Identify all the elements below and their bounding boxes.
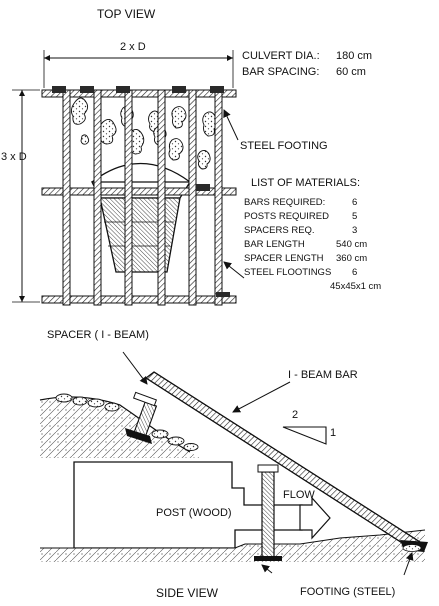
- steel-footings: [52, 86, 230, 297]
- bar-2: [93, 89, 102, 306]
- slope-spacer: [125, 391, 158, 444]
- bar-6: [214, 89, 223, 306]
- width-dimension: [43, 50, 234, 88]
- stream-bed: [40, 530, 425, 562]
- bar-1: [62, 89, 71, 306]
- spacers: [41, 89, 237, 304]
- material-value: 6: [352, 197, 358, 208]
- ibeam-bar-label: I - BEAM BAR: [288, 369, 358, 381]
- material-label: BARS REQUIRED:: [244, 197, 326, 208]
- wood-post: [261, 471, 275, 559]
- width-dimension-label: 2 x D: [120, 41, 146, 53]
- spacer-middle: [41, 187, 237, 196]
- post-label: POST (WOOD): [156, 507, 232, 519]
- culvert-dia-value: 180 cm: [336, 50, 373, 62]
- post-footing: [254, 556, 282, 561]
- side-view: [39, 351, 428, 576]
- bar-spacing-label: BAR SPACING:: [242, 66, 320, 78]
- material-label: POSTS REQUIRED: [244, 211, 329, 222]
- spacer-top: [41, 89, 237, 98]
- material-value: 5: [352, 211, 358, 222]
- materials-title: LIST OF MATERIALS:: [251, 177, 361, 189]
- side-view-title: SIDE VIEW: [156, 586, 219, 600]
- material-value: 540 cm: [336, 239, 368, 250]
- spacer-bottom: [41, 295, 237, 304]
- material-label: BAR LENGTH: [244, 239, 305, 250]
- bar-3: [124, 89, 133, 306]
- bar-5: [188, 89, 197, 306]
- material-value: 360 cm: [336, 253, 368, 264]
- top-view: [12, 50, 245, 306]
- height-dimension-label: 3 x D: [1, 151, 27, 163]
- culvert-dia-label: CULVERT DIA.:: [242, 50, 320, 62]
- bar-4: [157, 89, 166, 306]
- bar-spacing-value: 60 cm: [336, 66, 366, 78]
- rocks: [55, 393, 199, 451]
- culvert-outline: [90, 163, 192, 273]
- material-label: SPACER LENGTH: [244, 253, 324, 264]
- height-dimension: [12, 89, 40, 303]
- footing-size: 45x45x1 cm: [330, 281, 382, 292]
- steel-footing-label: STEEL FOOTING: [240, 140, 328, 152]
- slope-rise-label: 1: [330, 427, 337, 439]
- material-label: STEEL FLOOTINGS: [244, 267, 332, 278]
- i-beam-bar: [144, 371, 428, 552]
- material-value: 3: [352, 225, 358, 236]
- embankment: [40, 396, 200, 458]
- material-value: 6: [352, 267, 358, 278]
- flow-arrow: [299, 496, 331, 540]
- bars: [62, 89, 223, 306]
- material-label: SPACERS REQ.: [244, 225, 315, 236]
- footing-label: FOOTING (STEEL): [300, 586, 396, 598]
- slope-run-label: 2: [292, 409, 299, 421]
- flow-label: FLOW: [283, 489, 315, 501]
- spacer-label: SPACER ( I - BEAM): [47, 329, 149, 341]
- top-view-title: TOP VIEW: [97, 7, 156, 21]
- slope-triangle: [282, 426, 327, 445]
